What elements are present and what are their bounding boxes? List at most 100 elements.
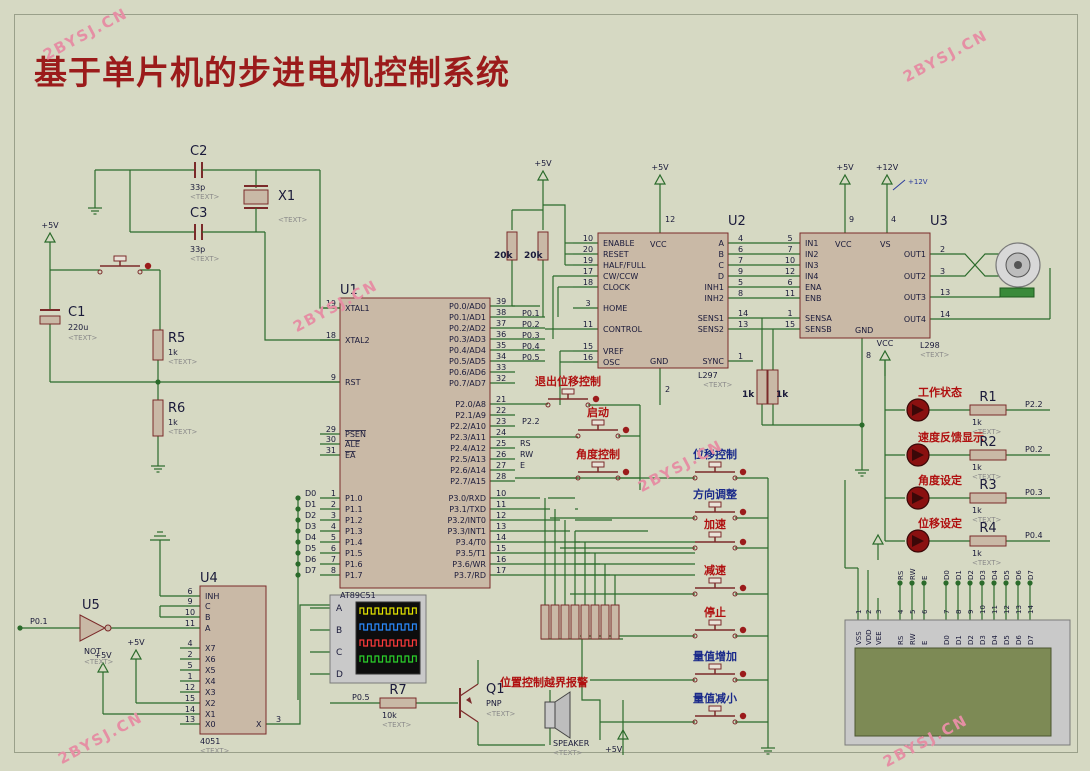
pin-number: 17 bbox=[496, 566, 506, 575]
pin-name: D0 bbox=[943, 635, 951, 645]
text-tag: <TEXT> bbox=[382, 721, 412, 729]
pin-name: GND bbox=[650, 357, 668, 366]
bus-label: D4 bbox=[991, 570, 999, 580]
pin-name: SYNC bbox=[702, 357, 724, 366]
cap-body bbox=[39, 315, 61, 325]
resistor-value: 10k bbox=[382, 711, 397, 720]
pin-name: B bbox=[719, 250, 725, 259]
button-cap bbox=[708, 705, 722, 712]
pin-name: P1.4 bbox=[345, 538, 363, 547]
pin-number: 7 bbox=[738, 256, 743, 265]
wire bbox=[264, 232, 340, 341]
junction-dot bbox=[17, 625, 23, 631]
pin-number: 3 bbox=[875, 610, 883, 614]
pin-name: PSEN bbox=[345, 430, 366, 439]
scope-trace bbox=[359, 607, 417, 615]
led-label: 工作状态 bbox=[918, 385, 962, 399]
pin-number: 10 bbox=[496, 489, 506, 498]
net-label: P0.3 bbox=[522, 331, 540, 340]
led-icon bbox=[912, 535, 924, 547]
power-label: +5V bbox=[651, 163, 669, 172]
button-contact bbox=[585, 402, 591, 408]
pin-name: INH2 bbox=[705, 294, 724, 303]
pin-number: 10 bbox=[185, 608, 195, 617]
pin-number: 18 bbox=[583, 278, 593, 287]
resistor bbox=[152, 329, 164, 361]
bus-label: D7 bbox=[305, 566, 316, 575]
button-label: 量值减小 bbox=[693, 691, 737, 705]
resistor bbox=[969, 535, 1007, 547]
pin-name: HOME bbox=[603, 304, 627, 313]
pin-number: 28 bbox=[496, 472, 506, 481]
button-dot-icon bbox=[739, 712, 747, 720]
pin-number: 2 bbox=[331, 500, 336, 509]
pin-name: P0.7/AD7 bbox=[449, 379, 486, 388]
button-contact bbox=[97, 269, 103, 275]
resistor-pack bbox=[580, 604, 590, 640]
resistor bbox=[756, 369, 768, 405]
bus-label: D7 bbox=[1027, 570, 1035, 580]
not-gate-bubble bbox=[104, 624, 112, 632]
pin-number: 13 bbox=[738, 320, 748, 329]
pin-number: 14 bbox=[940, 310, 950, 319]
wire bbox=[296, 604, 330, 725]
text-tag: <TEXT> bbox=[168, 428, 198, 436]
pin-name: P2.1/A9 bbox=[455, 411, 486, 420]
bus-label: D2 bbox=[967, 570, 975, 580]
button-contact bbox=[692, 591, 698, 597]
pin-name: X2 bbox=[205, 699, 216, 708]
power-label: +5V bbox=[94, 651, 112, 660]
u4-body bbox=[199, 585, 267, 735]
pin-number: 3 bbox=[585, 299, 590, 308]
pin-name: X6 bbox=[205, 655, 216, 664]
scope-channel: D bbox=[336, 670, 343, 680]
pin-number: 10 bbox=[583, 234, 593, 243]
pin-name: P3.5/T1 bbox=[456, 549, 486, 558]
button-dot-icon bbox=[622, 426, 630, 434]
resistor-value: 20k bbox=[494, 251, 514, 261]
button-contact bbox=[732, 633, 738, 639]
wire bbox=[955, 253, 1000, 277]
wire bbox=[955, 253, 1000, 277]
pin-number: 8 bbox=[331, 566, 336, 575]
button-dot-icon bbox=[144, 262, 152, 270]
bus-label: D4 bbox=[305, 533, 316, 542]
pin-number: 15 bbox=[785, 320, 795, 329]
bus-label: D6 bbox=[1015, 570, 1023, 580]
pin-number: 11 bbox=[496, 500, 506, 509]
pin-number: 10 bbox=[979, 605, 987, 614]
net-label: RW bbox=[520, 450, 533, 459]
pin-number: 8 bbox=[866, 351, 871, 360]
not-gate bbox=[79, 614, 107, 642]
pin-name: D4 bbox=[991, 635, 999, 645]
button-contact bbox=[732, 545, 738, 551]
pin-number: 12 bbox=[785, 267, 795, 276]
pin-number: 13 bbox=[185, 715, 195, 724]
bus-label: E bbox=[921, 576, 929, 580]
net-label: P2.2 bbox=[522, 417, 540, 426]
pin-number: 26 bbox=[496, 450, 506, 459]
net-label: P0.5 bbox=[352, 693, 370, 702]
scope-channel: C bbox=[336, 648, 342, 658]
pin-number: 25 bbox=[496, 439, 506, 448]
sheet-border bbox=[14, 14, 1078, 753]
button-contact bbox=[732, 719, 738, 725]
pin-number: 3 bbox=[331, 511, 336, 520]
pin-number: 24 bbox=[496, 428, 506, 437]
button-label: 减速 bbox=[704, 563, 726, 577]
pin-name: X bbox=[256, 720, 262, 729]
power-arrow-icon bbox=[653, 173, 667, 185]
pin-name: IN1 bbox=[805, 239, 818, 248]
cap-ref: C1 bbox=[68, 305, 85, 320]
scope-channel: A bbox=[336, 604, 343, 614]
bus-label: D5 bbox=[305, 544, 316, 553]
text-tag: <TEXT> bbox=[972, 428, 1002, 436]
junction-dot bbox=[155, 379, 161, 385]
pin-name: SENSB bbox=[805, 325, 832, 334]
pin-number: 5 bbox=[738, 278, 743, 287]
pin-name: D5 bbox=[1003, 635, 1011, 645]
button-dot-icon bbox=[739, 626, 747, 634]
text-tag: <TEXT> bbox=[972, 516, 1002, 524]
resistor bbox=[506, 231, 518, 261]
junction-dot bbox=[909, 580, 915, 586]
